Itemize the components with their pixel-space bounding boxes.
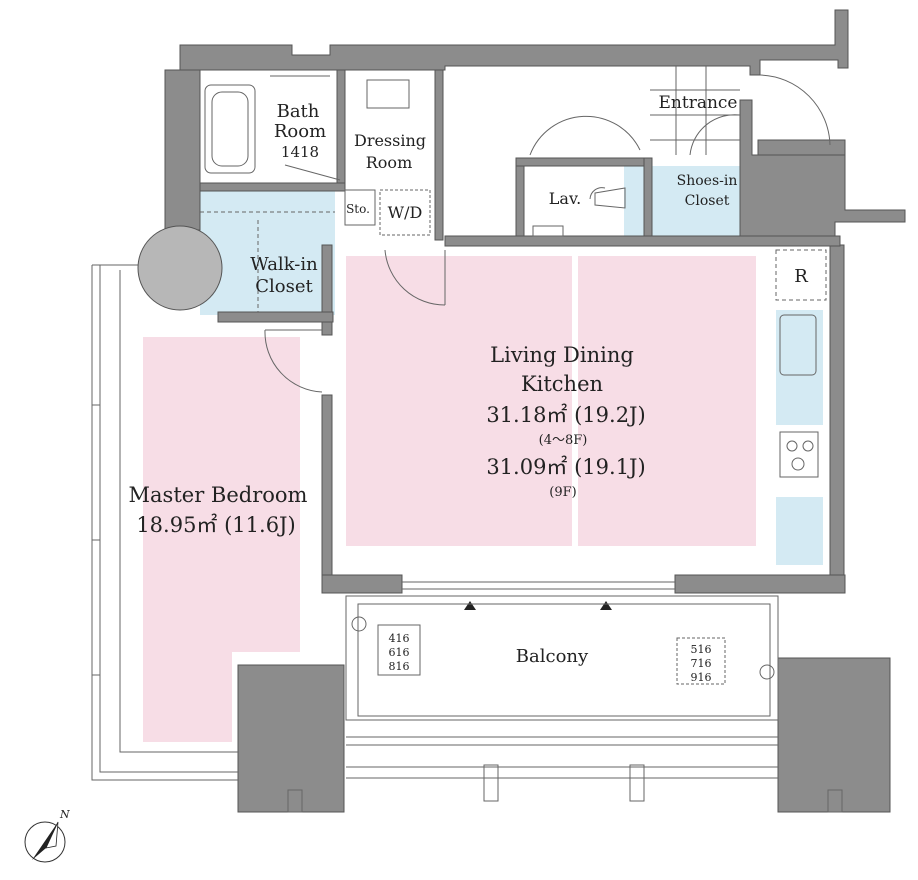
ldk-area-1: 31.18㎡ (19.2J) [486,403,645,427]
lavatory-label: Lav. [549,189,581,208]
ldk-door [384,249,446,306]
shoes-in-closet-label-1: Shoes-in [677,173,738,189]
bath-room-label-2: Room [274,121,326,142]
front-door [759,74,831,146]
toilet [589,187,626,209]
master-bedroom-area: 18.95㎡ (11.6J) [136,513,295,537]
ldk-floors-2: (9F) [549,485,576,500]
walk-in-closet-label-2: Closet [255,276,313,297]
entrance-floor [650,66,740,155]
unit-numbers-right-box [676,637,726,685]
round-column [137,225,223,311]
kitchen-counter-storage [776,497,823,565]
ldk-floor-right [578,256,756,546]
entrance-door [689,114,741,156]
window-arrow-icon [600,601,612,610]
unit-number-right-1: 516 [691,643,712,656]
unit-number-right-3: 916 [691,671,712,684]
kitchen-sink-counter [776,310,823,425]
washer-dryer-label: W/D [388,203,423,222]
unit-number-left-2: 616 [389,646,410,659]
window-arrow-icon [464,601,476,610]
washbasin [366,79,410,109]
lavatory-counter [624,166,644,236]
balcony-label: Balcony [516,646,589,667]
kitchen-sink [779,314,817,376]
refrigerator-label: R [794,266,808,287]
bath-room-label-1: Bath [277,101,320,122]
shoes-in-closet-label-2: Closet [685,193,730,209]
entrance-label: Entrance [659,93,738,113]
north-arrow-icon: N [24,808,70,863]
bath-room-label-3: 1418 [281,143,319,161]
balcony-outline [287,595,843,813]
walls [164,9,906,813]
ldk-area-2: 31.09㎡ (19.1J) [486,455,645,479]
lav-door [529,115,641,156]
unit-number-left-3: 816 [389,660,410,673]
dressing-room-label-1: Dressing [354,131,426,150]
bedroom-door [264,329,323,393]
dressing-room-label-2: Room [366,153,412,172]
ldk-label-1: Living Dining [490,343,634,367]
storage-box [344,189,376,226]
ldk-label-2: Kitchen [521,372,603,396]
bathtub [204,84,256,174]
walk-in-closet-floor [200,190,335,315]
walk-in-closet-label-1: Walk-in [250,254,318,275]
ldk-window [402,581,675,610]
ldk-floors-1: (4～8F) [539,433,588,448]
ldk-floor-left [346,256,572,546]
unit-number-right-2: 716 [691,657,712,670]
washer-dryer-box [379,189,431,236]
unit-numbers-left-box [377,624,421,676]
stove [779,431,819,478]
north-label: N [59,808,70,821]
master-bedroom-label: Master Bedroom [129,483,308,507]
storage-label: Sto. [346,202,370,216]
bedroom-window [91,264,238,781]
unit-number-left-1: 416 [389,632,410,645]
refrigerator-space [775,249,827,301]
shoes-in-closet-floor [651,166,741,236]
